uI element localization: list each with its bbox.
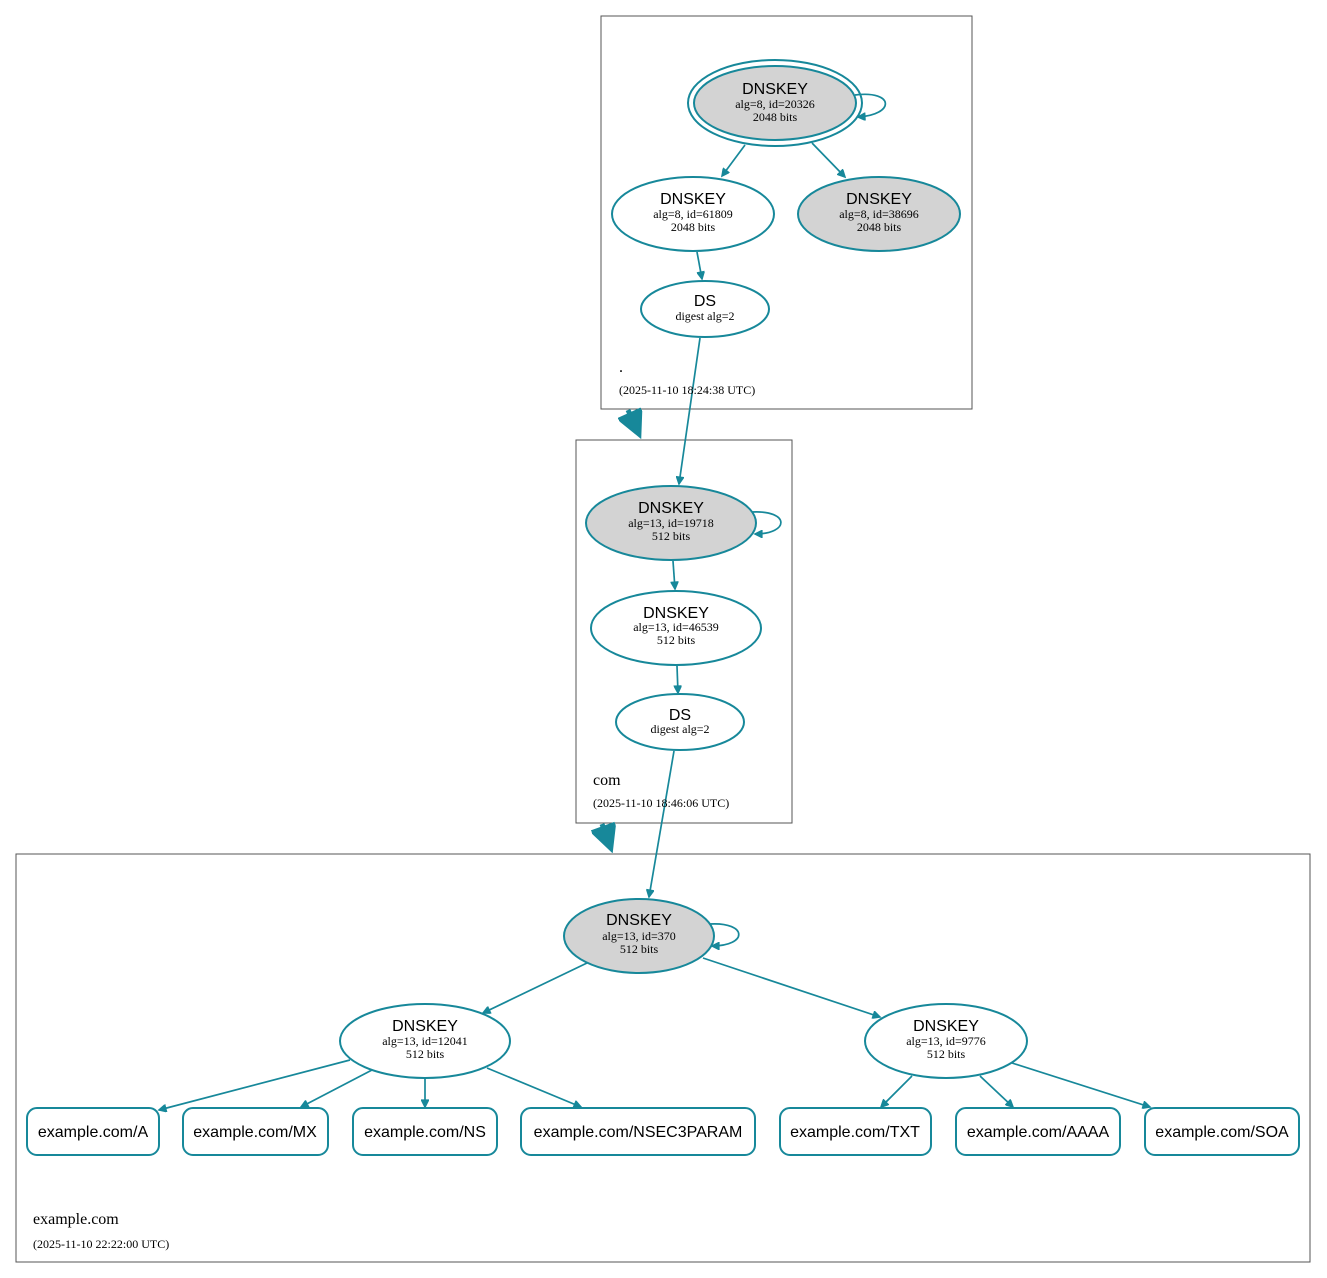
edge-root-ksk-to-key3 — [811, 142, 845, 177]
root-ds-digest: digest alg=2 — [675, 309, 734, 323]
root-zone-timestamp: (2025-11-10 18:24:38 UTC) — [619, 383, 755, 397]
example-zsk2-type: DNSKEY — [913, 1018, 979, 1035]
rrset-label: example.com/TXT — [790, 1124, 920, 1141]
edge-example-ksk-to-zsk2 — [702, 957, 880, 1017]
rrset-label: example.com/AAAA — [967, 1124, 1110, 1141]
edge-com-zsk-to-ds — [677, 665, 678, 693]
root-key3-size: 2048 bits — [857, 220, 902, 234]
edge-com-ksk-to-zsk — [673, 560, 675, 589]
root-ds-type: DS — [694, 293, 716, 310]
rrset-label: example.com/SOA — [1155, 1124, 1289, 1141]
com-ksk-size: 512 bits — [652, 529, 691, 543]
zone-box-com — [575, 439, 793, 824]
delegation-arrow-root-com — [628, 410, 638, 432]
rrset-label: example.com/NS — [364, 1124, 486, 1141]
com-ksk-type: DNSKEY — [638, 500, 704, 517]
root-zsk-node: DNSKEY alg=8, id=61809 2048 bits — [611, 176, 775, 252]
rrset-node: example.com/NSEC3PARAM — [520, 1107, 756, 1156]
com-zone-timestamp: (2025-11-10 18:46:06 UTC) — [593, 796, 729, 810]
rrset-label: example.com/A — [38, 1124, 149, 1141]
root-zsk-size: 2048 bits — [671, 220, 716, 234]
com-ksk-id: alg=13, id=19718 — [628, 516, 714, 530]
edge-zsk2-to-aaaa — [979, 1075, 1013, 1107]
edge-com-ds-to-example-ksk — [649, 750, 675, 897]
rrset-node: example.com/SOA — [1144, 1107, 1300, 1156]
root-ksk-id: alg=8, id=20326 — [735, 97, 815, 111]
rrset-node: example.com/MX — [182, 1107, 329, 1156]
edge-zsk1-to-a — [159, 1059, 351, 1110]
example-zsk1-node: DNSKEY alg=13, id=12041 512 bits — [339, 1003, 511, 1079]
edge-zsk1-to-nsec3param — [486, 1067, 581, 1107]
edge-zsk1-to-mx — [301, 1069, 373, 1107]
example-zsk1-id: alg=13, id=12041 — [382, 1034, 468, 1048]
rrset-node: example.com/AAAA — [955, 1107, 1121, 1156]
example-ksk-node: DNSKEY alg=13, id=370 512 bits — [563, 898, 715, 974]
root-key3-id: alg=8, id=38696 — [839, 207, 919, 221]
rrset-label: example.com/NSEC3PARAM — [534, 1124, 743, 1141]
example-zsk2-size: 512 bits — [927, 1047, 966, 1061]
edge-example-ksk-to-zsk1 — [483, 962, 588, 1013]
root-zone-name: . — [619, 359, 623, 376]
self-sign-edge-example-ksk — [709, 923, 740, 946]
zone-box-example — [15, 853, 1311, 1263]
example-zone-name: example.com — [33, 1211, 119, 1228]
rrset-label: example.com/MX — [193, 1124, 317, 1141]
edge-root-zsk-to-ds — [696, 251, 702, 279]
root-ksk-type: DNSKEY — [742, 81, 808, 98]
com-zone-name: com — [593, 772, 621, 789]
edge-root-ds-to-com-ksk — [679, 337, 701, 484]
edge-zsk2-to-soa — [1011, 1062, 1150, 1107]
com-zsk-size: 512 bits — [657, 633, 696, 647]
com-zsk-node: DNSKEY alg=13, id=46539 512 bits — [590, 590, 762, 666]
root-zsk-type: DNSKEY — [660, 191, 726, 208]
self-sign-edge-root-ksk — [854, 93, 887, 117]
root-key3-type: DNSKEY — [846, 191, 912, 208]
rrset-node: example.com/A — [26, 1107, 160, 1156]
com-ksk-node: DNSKEY alg=13, id=19718 512 bits — [585, 485, 757, 561]
example-zsk2-id: alg=13, id=9776 — [906, 1034, 986, 1048]
root-key3-node: DNSKEY alg=8, id=38696 2048 bits — [797, 176, 961, 252]
com-ds-node: DS digest alg=2 — [615, 693, 745, 751]
example-zone-timestamp: (2025-11-10 22:22:00 UTC) — [33, 1237, 169, 1251]
root-ksk-size: 2048 bits — [753, 110, 798, 124]
rrset-node: example.com/TXT — [779, 1107, 932, 1156]
edge-root-ksk-to-zsk — [722, 144, 746, 176]
example-ksk-id: alg=13, id=370 — [602, 929, 676, 943]
root-zsk-id: alg=8, id=61809 — [653, 207, 733, 221]
example-zsk1-type: DNSKEY — [392, 1018, 458, 1035]
root-ds-node: DS digest alg=2 — [640, 280, 770, 338]
delegation-arrow-com-example — [602, 824, 610, 846]
com-zsk-id: alg=13, id=46539 — [633, 620, 719, 634]
edge-zsk2-to-txt — [881, 1075, 913, 1107]
root-ksk-node: DNSKEY alg=8, id=20326 2048 bits — [687, 59, 863, 147]
example-ksk-type: DNSKEY — [606, 912, 672, 929]
com-zsk-type: DNSKEY — [643, 605, 709, 622]
self-sign-edge-com-ksk — [751, 511, 782, 534]
com-ds-type: DS — [669, 707, 691, 724]
com-ds-digest: digest alg=2 — [650, 722, 709, 736]
example-zsk1-size: 512 bits — [406, 1047, 445, 1061]
rrset-node: example.com/NS — [352, 1107, 498, 1156]
example-ksk-size: 512 bits — [620, 942, 659, 956]
zone-box-root — [600, 15, 973, 410]
example-zsk2-node: DNSKEY alg=13, id=9776 512 bits — [864, 1003, 1028, 1079]
